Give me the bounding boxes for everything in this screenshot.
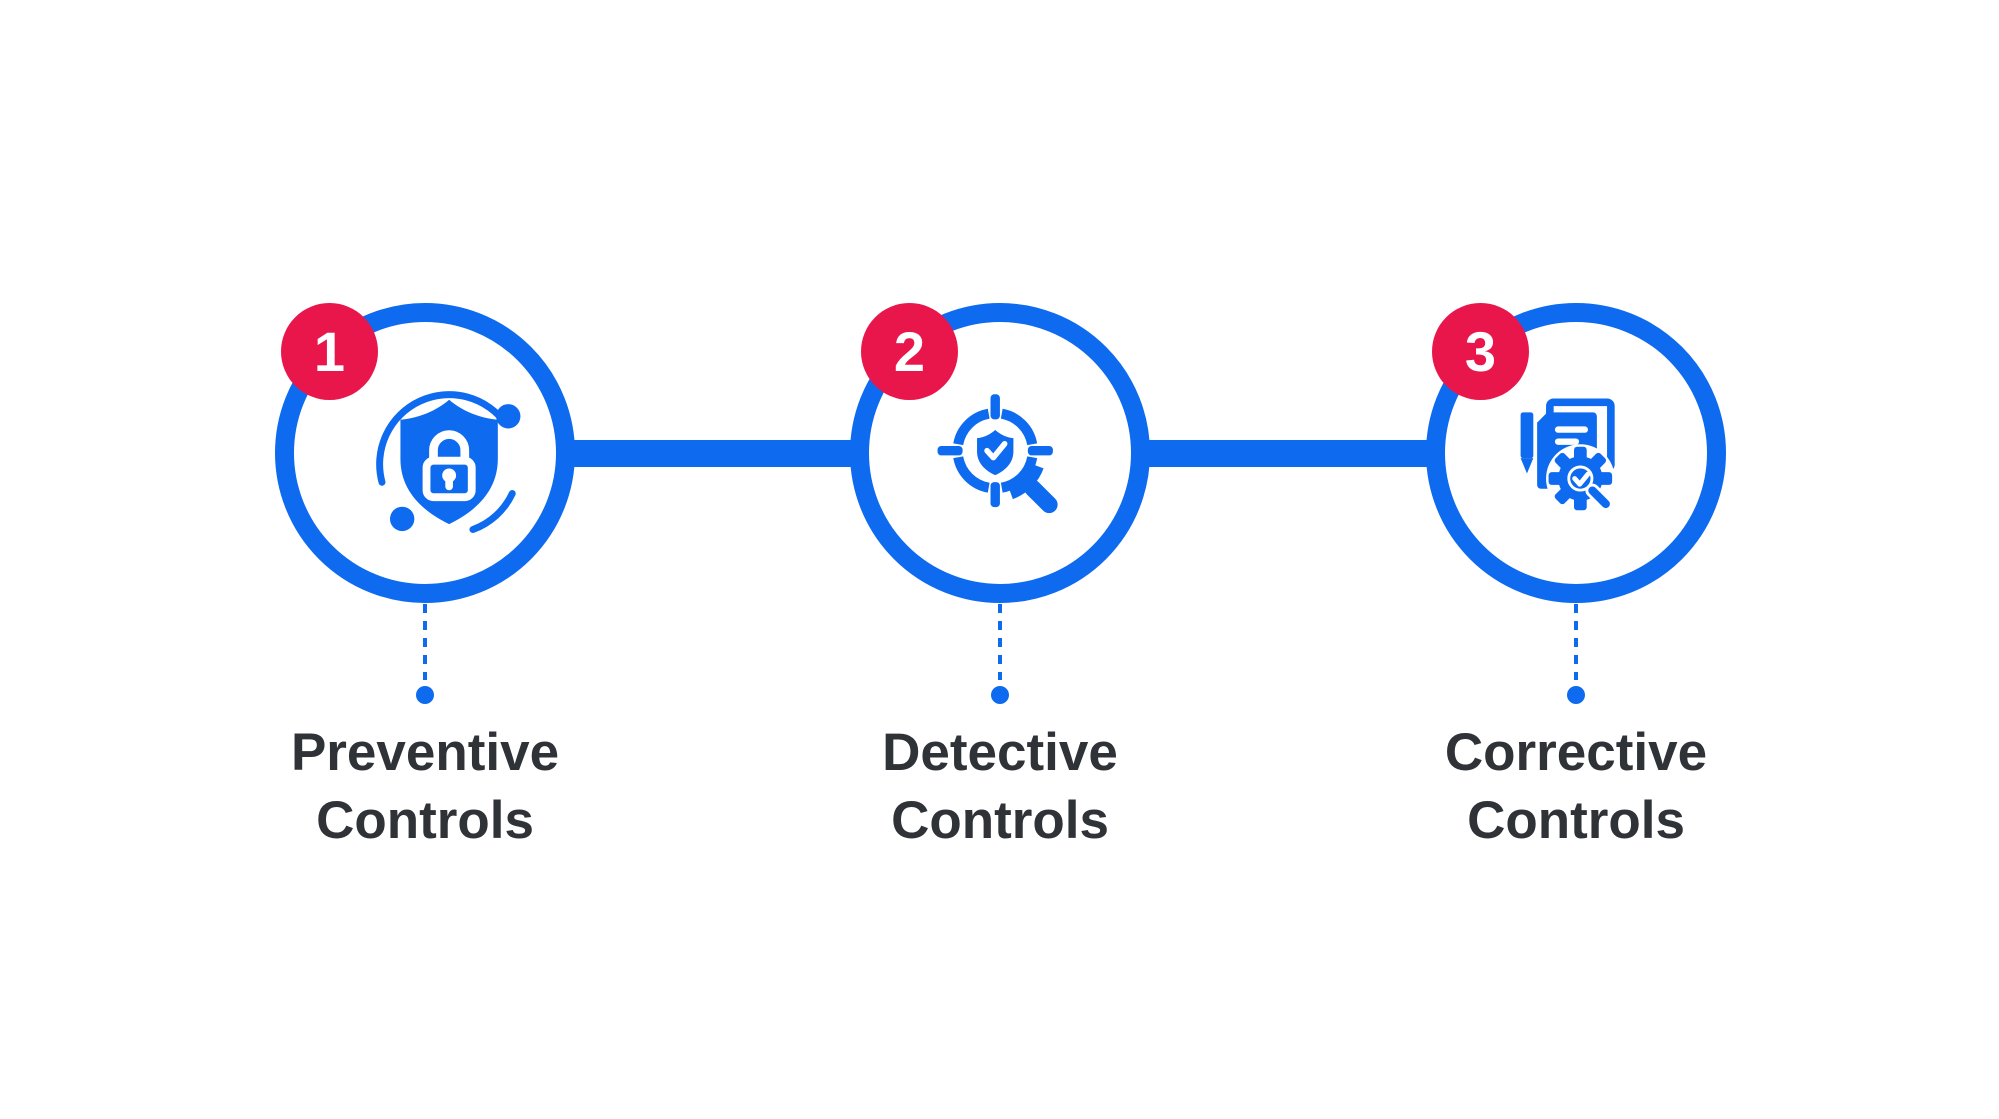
step-number-2: 2 bbox=[893, 319, 926, 383]
step-number-badge-3: 3 bbox=[1432, 303, 1529, 400]
connector-dot-1 bbox=[416, 686, 434, 704]
step-label-3: Corrective Controls bbox=[1316, 719, 1836, 855]
document-gear-check-icon bbox=[1520, 398, 1615, 513]
connector-dot-2 bbox=[991, 686, 1009, 704]
step-icon-3 bbox=[1499, 387, 1649, 537]
step-label-3-line-1: Corrective bbox=[1444, 723, 1708, 782]
step-icon-2 bbox=[930, 388, 1078, 536]
dotted-connector-3 bbox=[1574, 604, 1578, 680]
step-label-1: Preventive Controls bbox=[165, 719, 685, 855]
step-label-1-line-1: Preventive bbox=[290, 723, 560, 782]
step-label-2: Detective Controls bbox=[740, 719, 1260, 855]
step-number-3: 3 bbox=[1464, 319, 1497, 383]
step-label-2-line-2: Controls bbox=[891, 791, 1109, 850]
connector-dot-3 bbox=[1567, 686, 1585, 704]
step-icon-1 bbox=[350, 365, 550, 565]
step-number-badge-2: 2 bbox=[861, 303, 958, 400]
shield-lock-icon bbox=[376, 391, 521, 533]
dotted-connector-1 bbox=[423, 604, 427, 680]
step-label-2-line-1: Detective bbox=[882, 723, 1118, 782]
step-label-1-line-2: Controls bbox=[316, 791, 534, 850]
target-magnifier-icon bbox=[937, 394, 1058, 514]
step-number-1: 1 bbox=[313, 319, 346, 383]
step-label-3-line-2: Controls bbox=[1467, 791, 1685, 850]
step-number-badge-1: 1 bbox=[281, 303, 378, 400]
dotted-connector-2 bbox=[998, 604, 1002, 680]
